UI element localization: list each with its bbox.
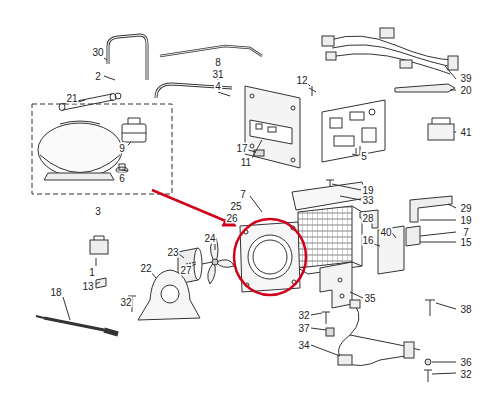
callout-number: 32 [297,310,310,321]
callout-number: 2 [94,71,102,82]
callout-number: 15 [459,237,472,248]
callout-number: 30 [91,47,104,58]
callout-number: 7 [239,189,247,200]
callout-number: 20 [459,85,472,96]
callout-number: 13 [81,281,94,292]
callout-number: 27 [179,265,192,276]
callout-number: 37 [297,323,310,334]
callout-number: 17 [235,143,248,154]
callout-number: 32 [119,297,132,308]
callout-number: 8 [214,57,222,68]
callout-number: 3 [94,206,102,217]
callout-number: 19 [459,215,472,226]
callout-number: 41 [459,127,472,138]
callout-number: 25 [229,201,242,212]
callout-number: 6 [118,173,126,184]
callout-number: 31 [211,69,224,80]
callout-number: 4 [214,81,222,92]
callout-number: 39 [459,73,472,84]
callout-number: 32 [459,369,472,380]
callout-number: 36 [459,357,472,368]
callout-number: 21 [65,93,78,104]
callout-number: 38 [459,304,472,315]
callout-number: 29 [459,203,472,214]
callout-number: 35 [363,293,376,304]
callout-number: 9 [118,143,126,154]
callout-number: 11 [240,157,252,168]
callout-number: 16 [361,235,374,246]
callout-number: 23 [166,247,179,258]
callout-number: 18 [49,287,62,298]
callout-number: 26 [225,213,238,224]
callout-number: 40 [379,227,392,238]
callout-number: 33 [361,195,374,206]
callout-number: 28 [361,213,374,224]
callout-number: 24 [203,233,216,244]
callout-number: 5 [360,151,368,162]
callout-number: 12 [295,75,308,86]
callout-number: 22 [139,263,152,274]
callout-number: 1 [88,267,96,278]
callout-number: 34 [297,340,310,351]
